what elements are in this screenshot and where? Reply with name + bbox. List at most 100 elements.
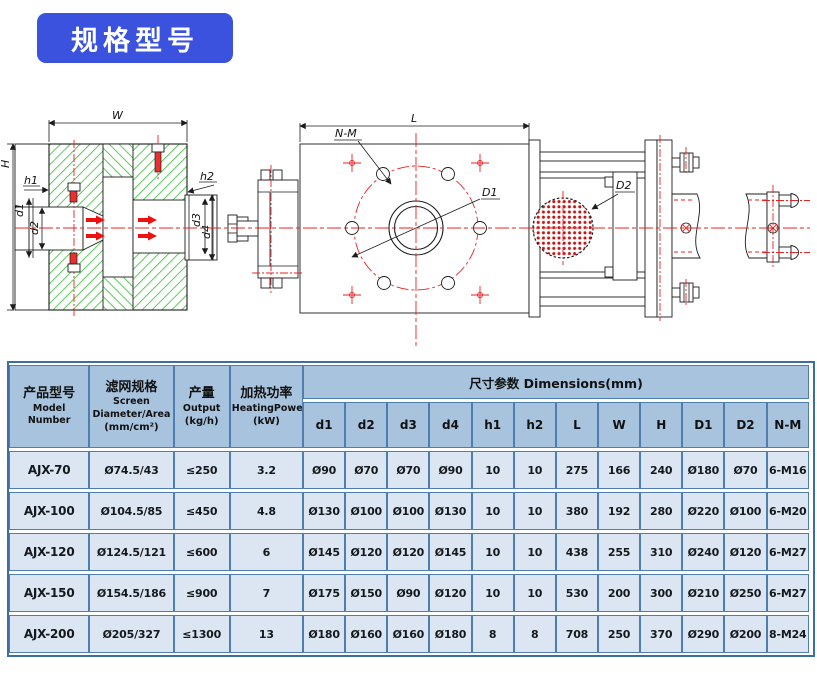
bolt-top bbox=[151, 135, 165, 179]
spec-cell: 200 bbox=[598, 574, 641, 612]
spec-cell: Ø120 bbox=[429, 574, 472, 612]
spec-cell: 250 bbox=[598, 615, 641, 653]
spec-cell: Ø130 bbox=[303, 492, 346, 530]
spec-cell: 530 bbox=[555, 574, 598, 612]
spec-cell: 10 bbox=[513, 574, 556, 612]
spec-cell: ≤600 bbox=[173, 533, 230, 571]
spec-cell: Ø120 bbox=[345, 533, 388, 571]
tie-rod-bolts bbox=[671, 147, 700, 307]
cylinder-assembly: D2 bbox=[528, 135, 810, 321]
page-title: 规格型号 bbox=[71, 25, 199, 57]
spec-cell: Ø130 bbox=[429, 492, 472, 530]
inlet-flange bbox=[227, 165, 304, 293]
col-header-dimensions: 尺寸参数 Dimensions(mm) bbox=[303, 365, 809, 399]
spec-cell: 10 bbox=[471, 492, 514, 530]
model-cell: AJX-100 bbox=[9, 492, 90, 530]
dim-W: W bbox=[48, 109, 188, 142]
spec-cell: Ø290 bbox=[682, 615, 725, 653]
dim-H: H bbox=[0, 143, 17, 311]
svg-text:d1: d1 bbox=[13, 203, 26, 217]
spec-cell: 708 bbox=[555, 615, 598, 653]
spec-cell: Ø90 bbox=[303, 451, 346, 489]
dim-d4: d4 bbox=[200, 194, 216, 261]
dim-h2: h2 bbox=[187, 170, 217, 194]
col-header-heating: 加热功率 HeatingPower (kW) bbox=[229, 365, 304, 448]
dim-col-header: N-M bbox=[766, 402, 809, 448]
spec-cell: Ø180 bbox=[429, 615, 472, 653]
spec-cell: 255 bbox=[598, 533, 641, 571]
spec-cell: 8 bbox=[471, 615, 514, 653]
model-cell: AJX-70 bbox=[9, 451, 90, 489]
spec-cell: 6-M27 bbox=[766, 533, 809, 571]
spec-cell: 380 bbox=[555, 492, 598, 530]
svg-text:D1: D1 bbox=[482, 186, 497, 199]
spec-cell: 8 bbox=[513, 615, 556, 653]
spec-cell: Ø160 bbox=[345, 615, 388, 653]
spec-cell: Ø160 bbox=[387, 615, 430, 653]
spec-cell: Ø145 bbox=[303, 533, 346, 571]
dim-col-header: d2 bbox=[345, 402, 388, 448]
spec-cell: Ø220 bbox=[682, 492, 725, 530]
spec-cell: Ø175 bbox=[303, 574, 346, 612]
spec-cell: Ø70 bbox=[724, 451, 767, 489]
svg-text:L: L bbox=[411, 112, 417, 125]
model-cell: AJX-150 bbox=[9, 574, 90, 612]
spec-cell: Ø100 bbox=[387, 492, 430, 530]
spec-cell: Ø100 bbox=[345, 492, 388, 530]
spec-cell: 8-M24 bbox=[766, 615, 809, 653]
flow-arrows bbox=[86, 215, 157, 241]
spec-cell: 6-M20 bbox=[766, 492, 809, 530]
svg-text:h2: h2 bbox=[200, 170, 214, 183]
spec-cell: Ø104.5/85 bbox=[89, 492, 174, 530]
spec-cell: 7 bbox=[229, 574, 304, 612]
spec-cell: 438 bbox=[555, 533, 598, 571]
dim-col-header: d3 bbox=[387, 402, 430, 448]
spec-cell: 4.8 bbox=[229, 492, 304, 530]
spec-cell: Ø200 bbox=[724, 615, 767, 653]
spec-cell: 370 bbox=[640, 615, 683, 653]
spec-cell: Ø120 bbox=[387, 533, 430, 571]
spec-cell: 6 bbox=[229, 533, 304, 571]
dim-col-header: D1 bbox=[682, 402, 725, 448]
spec-cell: Ø240 bbox=[682, 533, 725, 571]
title-badge: 规格型号 bbox=[37, 13, 233, 63]
spec-cell: Ø150 bbox=[345, 574, 388, 612]
dim-col-header: D2 bbox=[724, 402, 767, 448]
svg-text:W: W bbox=[112, 109, 124, 122]
model-cell: AJX-120 bbox=[9, 533, 90, 571]
corner-marks bbox=[343, 154, 489, 304]
spec-cell: 240 bbox=[640, 451, 683, 489]
spec-cell: 310 bbox=[640, 533, 683, 571]
spec-cell: 166 bbox=[598, 451, 641, 489]
spec-cell: Ø145 bbox=[429, 533, 472, 571]
dim-col-header: W bbox=[598, 402, 641, 448]
spec-cell: 6-M27 bbox=[766, 574, 809, 612]
bolt-upper-left bbox=[67, 140, 81, 317]
spec-cell: Ø70 bbox=[387, 451, 430, 489]
section-view: W H h1 h2 d1 d2 d3 bbox=[0, 109, 249, 317]
dim-L: L bbox=[299, 112, 530, 142]
svg-text:D2: D2 bbox=[616, 179, 631, 192]
svg-text:N-M: N-M bbox=[335, 127, 357, 140]
label-NM: N-M bbox=[334, 127, 392, 185]
spec-cell: Ø180 bbox=[303, 615, 346, 653]
spec-cell: 10 bbox=[471, 451, 514, 489]
spec-cell: Ø124.5/121 bbox=[89, 533, 174, 571]
spec-cell: 10 bbox=[471, 574, 514, 612]
dim-col-header: H bbox=[640, 402, 683, 448]
dim-col-header: L bbox=[555, 402, 598, 448]
spec-cell: Ø70 bbox=[345, 451, 388, 489]
dim-d3: d3 bbox=[190, 198, 209, 255]
spec-cell: 13 bbox=[229, 615, 304, 653]
dim-col-header: d1 bbox=[303, 402, 346, 448]
spec-cell: 10 bbox=[471, 533, 514, 571]
col-header-screen: 滤网规格 Screen Diameter/Area (mm/cm²) bbox=[89, 365, 174, 448]
svg-text:H: H bbox=[0, 160, 12, 168]
svg-text:d4: d4 bbox=[200, 225, 213, 239]
dim-h1: h1 bbox=[23, 174, 49, 194]
spec-cell: 300 bbox=[640, 574, 683, 612]
